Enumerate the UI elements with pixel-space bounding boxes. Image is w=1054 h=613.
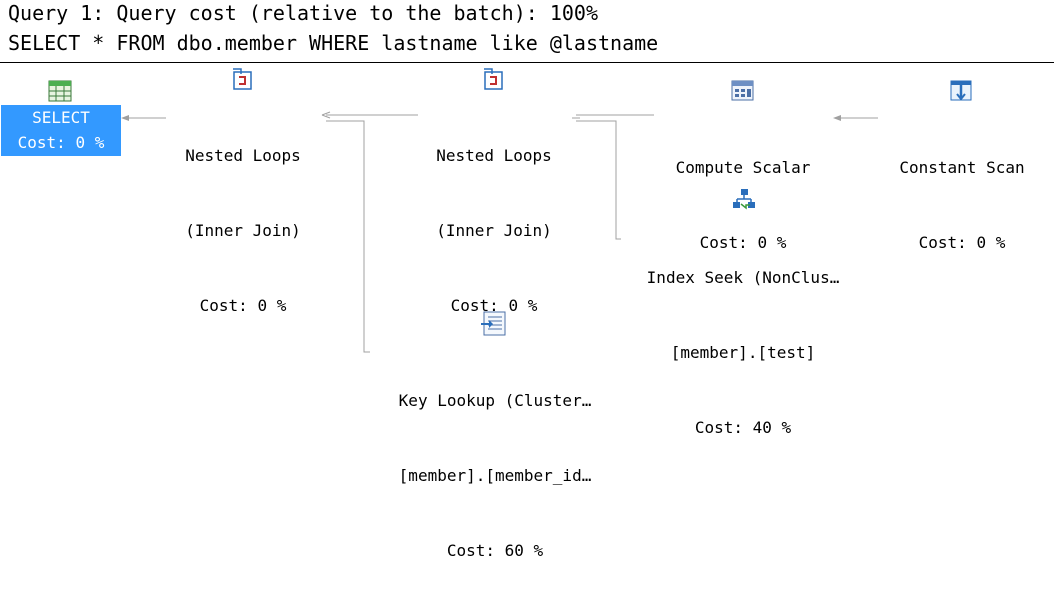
query-cost-header: Query 1: Query cost (relative to the bat… [8, 1, 599, 25]
node-cost: Cost: 0 % [918, 233, 1006, 252]
node-name: SELECT [32, 108, 90, 127]
constant-scan-icon [950, 80, 972, 101]
edge-keylookup-nl1 [326, 120, 370, 353]
node-detail: [member].[test] [670, 343, 816, 362]
edge-arrowhead [121, 115, 129, 121]
nested-loops-icon [484, 68, 503, 90]
node-name: Index Seek (NonClus… [646, 268, 840, 287]
node-detail: (Inner Join) [436, 221, 552, 240]
key-lookup-icon [481, 311, 506, 336]
node-cost: Cost: 0 % [17, 133, 105, 152]
node-cost: Cost: 0 % [450, 296, 538, 315]
node-detail: (Inner Join) [185, 221, 301, 240]
selected-node-label[interactable]: SELECT Cost: 0 % [1, 105, 121, 156]
node-name: Nested Loops [436, 146, 552, 165]
plan-edges [121, 111, 878, 353]
header-divider [0, 62, 1054, 63]
nested-loops-icon [233, 68, 252, 90]
node-name: Compute Scalar [675, 158, 811, 177]
node-cost: Cost: 60 % [446, 541, 544, 560]
node-name: Constant Scan [899, 158, 1025, 177]
node-detail: [member].[member_id… [398, 466, 592, 485]
edge-indexseek-nl2 [576, 120, 621, 240]
node-cost: Cost: 0 % [199, 296, 287, 315]
select-table-icon [48, 80, 72, 102]
edge-arrowhead [833, 115, 841, 121]
node-cost: Cost: 40 % [694, 418, 792, 437]
index-seek-icon [733, 189, 755, 210]
node-cost: Cost: 0 % [699, 233, 787, 252]
node-name: Key Lookup (Cluster… [398, 391, 592, 410]
compute-scalar-icon [731, 80, 754, 101]
query-text: SELECT * FROM dbo.member WHERE lastname … [8, 31, 659, 55]
node-name: Nested Loops [185, 146, 301, 165]
